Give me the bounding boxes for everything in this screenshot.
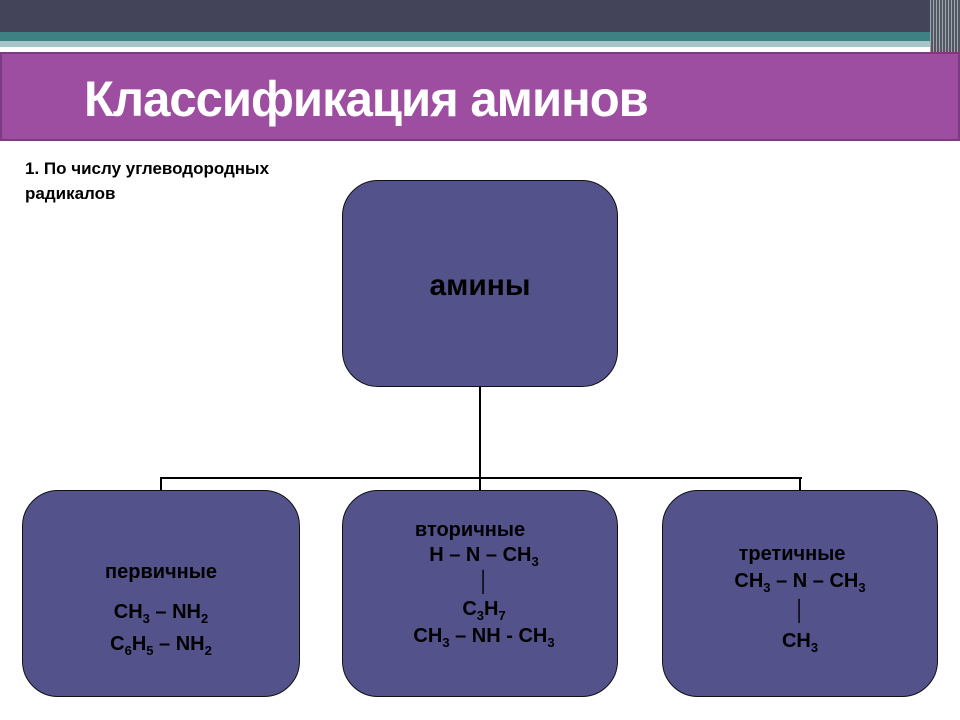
chemical-formula: CH3 (663, 626, 937, 656)
formula-text: │ (477, 571, 491, 593)
formula-text: CH (781, 630, 811, 652)
connector-vertical-root (479, 387, 481, 479)
title-banner (0, 52, 960, 141)
primary-label: первичные (105, 561, 217, 583)
formula-subscript: 3 (476, 608, 484, 623)
light-strip (0, 41, 960, 47)
connector-horizontal (160, 477, 802, 479)
formula-subscript: 3 (531, 554, 539, 569)
chemical-formula: CH3 – NH2 (23, 596, 299, 628)
formula-subscript: 3 (810, 640, 819, 655)
chemical-formula: C6H5 – NH2 (23, 628, 299, 660)
root-box-amines: амины (342, 180, 618, 387)
connector-primary (160, 477, 162, 491)
bond-line: │ (351, 569, 617, 596)
top-bar (0, 0, 960, 32)
formula-text: H – N – CH (429, 544, 532, 566)
formula-text: H (484, 598, 499, 620)
connector-tertiary (799, 477, 801, 491)
formula-subscript: 3 (547, 635, 555, 650)
chemical-formula: CH3 – N – CH3 (663, 566, 937, 596)
formula-subscript: 7 (498, 608, 506, 623)
tertiary-box: третичные CH3 – N – CH3│CH3 (662, 490, 938, 697)
connector-secondary (479, 477, 481, 491)
root-label: амины (429, 269, 531, 302)
formula-subscript: 2 (204, 643, 212, 658)
decorative-stripes (930, 0, 960, 52)
formula-text: – N – CH (770, 570, 859, 592)
formula-text: H (131, 633, 147, 655)
formula-subscript: 3 (142, 611, 150, 626)
formula-subscript: 3 (858, 580, 866, 595)
formula-subscript: 2 (201, 611, 209, 626)
chemical-formula: CH3 – NH - CH3 (351, 623, 617, 650)
formula-text: – NH (153, 633, 205, 655)
formula-text: – NH (149, 601, 201, 623)
subtitle: 1. По числу углеводородных радикалов (25, 156, 425, 206)
formula-text: CH (734, 570, 764, 592)
subtitle-line-1: 1. По числу углеводородных (25, 159, 270, 178)
formula-subscript: 6 (124, 643, 132, 658)
chemical-formula: C3H7 (351, 596, 617, 623)
formula-subscript: 5 (146, 643, 154, 658)
slide-title: Классификация аминов (84, 71, 649, 127)
subtitle-line-2: радикалов (25, 184, 116, 203)
white-strip (0, 47, 310, 51)
formula-text: C (110, 633, 125, 655)
bond-line: │ (663, 596, 937, 626)
formula-text: C (462, 598, 477, 620)
formula-text: CH (113, 601, 143, 623)
formula-subscript: 3 (763, 580, 771, 595)
formula-text: │ (793, 600, 807, 622)
formula-text: – NH - CH (449, 625, 548, 647)
tertiary-label: третичные (738, 543, 846, 565)
formula-text: CH (413, 625, 443, 647)
chemical-formula: H – N – CH3 (351, 542, 617, 569)
formula-subscript: 3 (442, 635, 450, 650)
secondary-label: вторичные (414, 519, 526, 541)
